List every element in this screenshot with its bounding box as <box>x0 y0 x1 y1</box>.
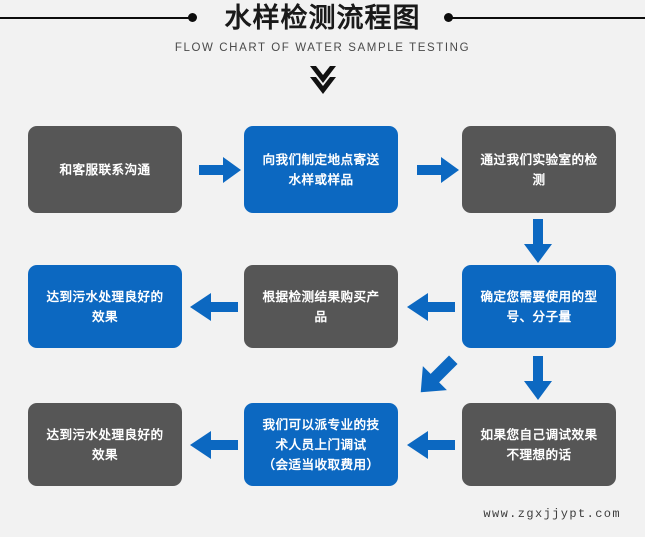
flow-box-step-4[interactable]: 确定您需要使用的型 号、分子量 <box>462 265 616 348</box>
arrow-right-icon <box>199 155 241 185</box>
header-rule-left <box>0 17 193 19</box>
flow-box-step-3[interactable]: 通过我们实验室的检 测 <box>462 126 616 213</box>
site-watermark: www.zgxjjypt.com <box>483 507 621 521</box>
flow-box-step-5[interactable]: 根据检测结果购买产 品 <box>244 265 398 348</box>
header-rule-right <box>449 17 645 19</box>
arrow-left-icon <box>407 429 455 461</box>
arrow-left-icon <box>190 429 238 461</box>
flow-box-step-7[interactable]: 如果您自己调试效果 不理想的话 <box>462 403 616 486</box>
arrow-down-icon <box>522 219 554 263</box>
flow-box-step-1[interactable]: 和客服联系沟通 <box>28 126 182 213</box>
arrow-left-icon <box>407 291 455 323</box>
arrow-left-icon <box>190 291 238 323</box>
arrow-down-icon <box>522 356 554 400</box>
flow-box-step-6[interactable]: 达到污水处理良好的 效果 <box>28 265 182 348</box>
header-dot-right <box>444 13 453 22</box>
header-dot-left <box>188 13 197 22</box>
double-chevron-down-icon <box>310 66 336 94</box>
page-title: 水样检测流程图 <box>224 3 421 33</box>
flow-box-step-8[interactable]: 我们可以派专业的技 术人员上门调试 （会适当收取费用） <box>244 403 398 486</box>
flow-box-step-2[interactable]: 向我们制定地点寄送 水样或样品 <box>244 126 398 213</box>
page-subtitle: FLOW CHART OF WATER SAMPLE TESTING <box>174 42 471 54</box>
arrow-down-left-icon <box>414 353 460 399</box>
arrow-right-icon <box>417 155 459 185</box>
flow-box-step-9[interactable]: 达到污水处理良好的 效果 <box>28 403 182 486</box>
